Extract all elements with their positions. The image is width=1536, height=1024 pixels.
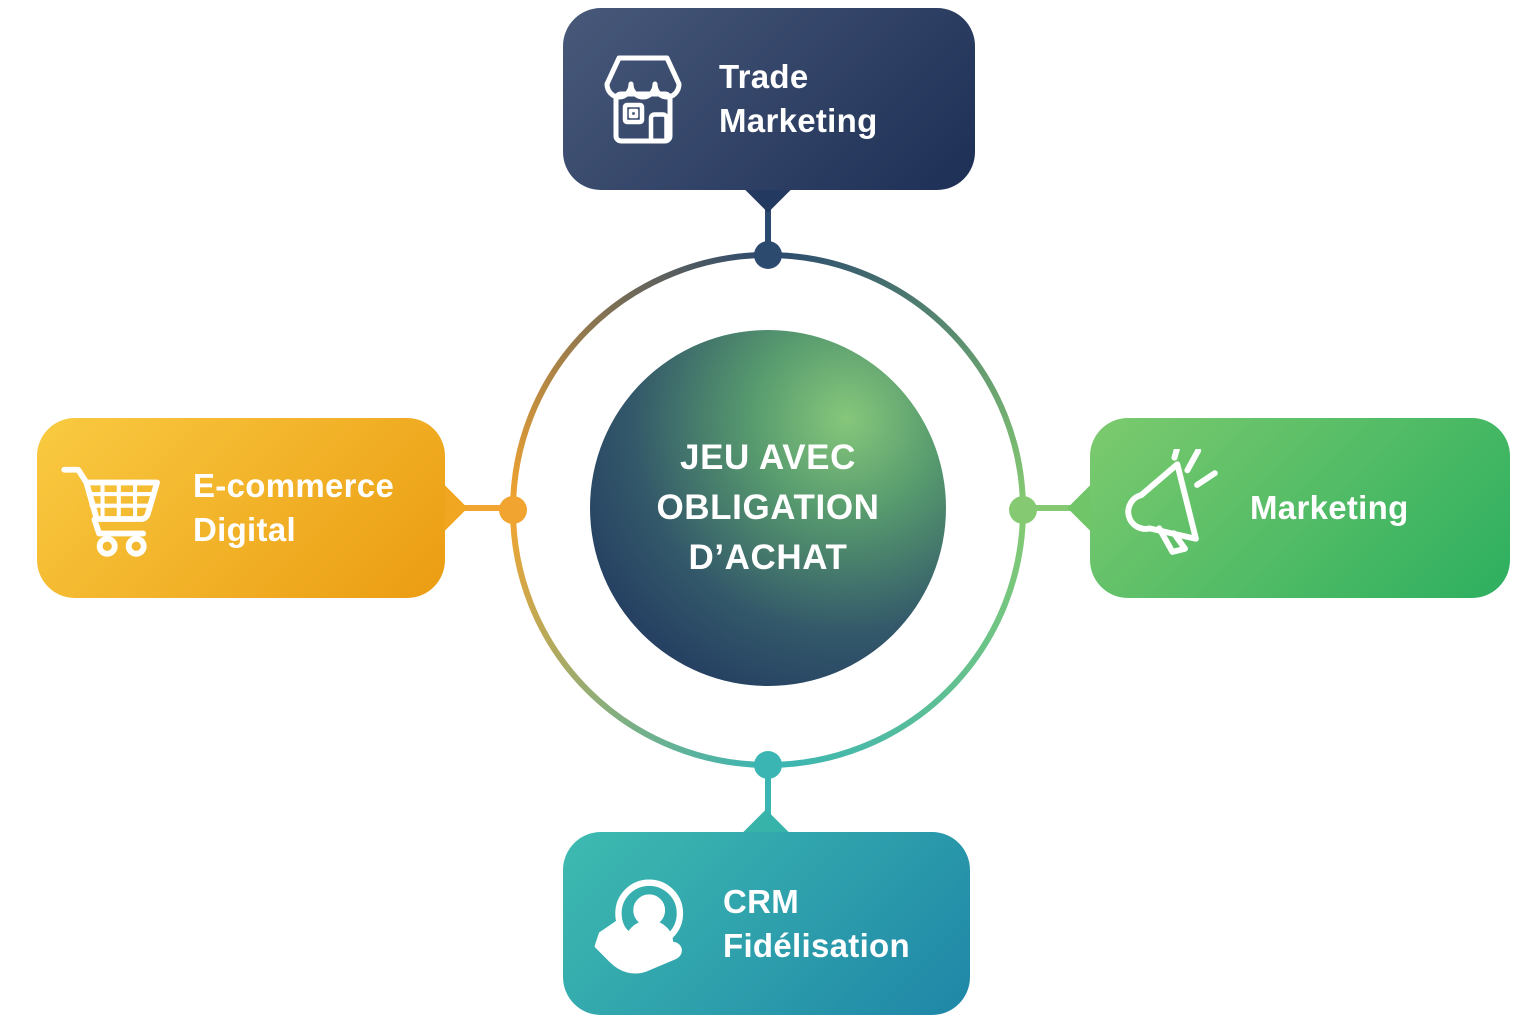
- node-card-ecommerce-digital: E-commerce Digital: [37, 418, 445, 598]
- node-card-crm-fidelisation: CRM Fidélisation: [563, 832, 970, 1015]
- connector-line-left: [444, 505, 504, 511]
- ring-dot-right: [1009, 496, 1037, 524]
- node-label: Trade Marketing: [719, 58, 878, 139]
- connector-ring: [510, 252, 1026, 768]
- node-card-trade-marketing: Trade Marketing: [563, 8, 975, 190]
- node-label: E-commerce Digital: [193, 467, 395, 548]
- shopping-cart-icon: [61, 466, 160, 557]
- connector-line-top: [765, 192, 771, 248]
- ring-dot-left: [499, 496, 527, 524]
- storefront-icon: [604, 55, 682, 144]
- node-card-marketing: Marketing: [1090, 418, 1510, 598]
- center-title: JEU AVEC OBLIGATION D’ACHAT: [656, 438, 880, 577]
- ring-dot-bottom: [754, 751, 782, 779]
- center-node: JEU AVEC OBLIGATION D’ACHAT: [590, 330, 946, 686]
- crm-loyalty-icon: [594, 878, 684, 973]
- connector-line-bottom: [765, 770, 771, 834]
- connector-line-right: [1031, 505, 1091, 511]
- node-label: Marketing: [1250, 489, 1409, 527]
- node-label: CRM Fidélisation: [723, 882, 910, 964]
- ring-dot-top: [754, 241, 782, 269]
- megaphone-icon: [1125, 449, 1218, 555]
